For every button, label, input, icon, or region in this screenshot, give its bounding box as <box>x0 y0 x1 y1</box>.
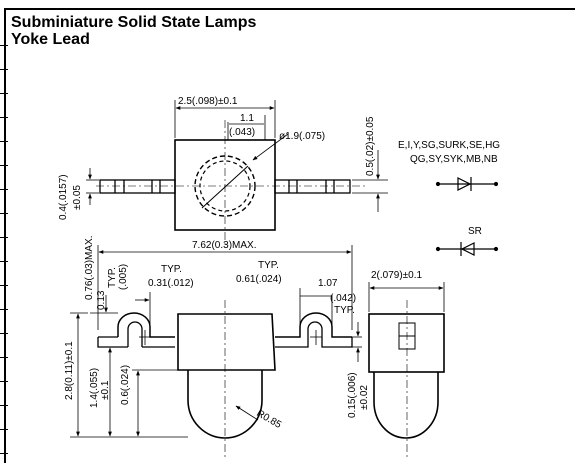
dim-side-width: 2(.079)±0.1 <box>371 270 423 281</box>
page-title: Subminiature Solid State Lamps <box>11 14 257 31</box>
dim-height-14a: 1.4(.055) <box>89 368 100 408</box>
dim-typ-d: TYP. <box>334 305 355 316</box>
diode-symbol-sr <box>435 242 499 256</box>
dim-lens-diameter: ø1.9(.075) <box>279 131 325 142</box>
legend-line-1: E,I,Y,SG,SURK,SE,HG <box>398 140 500 151</box>
dim-typ-c-value: 0.61(.024) <box>236 274 282 285</box>
dim-typ-b: TYP. <box>161 264 182 275</box>
dim-lead-thickness: 0.5(.02)±0.05 <box>365 116 376 176</box>
dim-typ-a-value: (.005) <box>118 264 129 290</box>
front-dome <box>187 370 263 439</box>
legend-sr: SR <box>468 226 482 237</box>
dim-042: (.042) <box>330 293 356 304</box>
dim-typ-a: TYP. <box>107 267 118 288</box>
dim-typ-b-value: 0.31(.012) <box>148 278 194 289</box>
dim-06: 0.6(.024) <box>120 365 131 405</box>
legend-line-2: QG,SY,SYK,MB,NB <box>410 154 498 165</box>
frame-top-border <box>4 8 575 10</box>
dim-overall-length: 7.62(0.3)MAX. <box>192 240 256 251</box>
frame-left-border <box>4 8 6 463</box>
right-lead <box>274 179 351 194</box>
dim-height-28: 2.8(0.11)±0.1 <box>64 341 75 400</box>
front-body <box>177 313 276 371</box>
side-view <box>368 282 445 460</box>
dim-window-2: (.043) <box>229 127 255 138</box>
dim-107: 1.07 <box>318 278 338 289</box>
page-subtitle: Yoke Lead <box>11 31 90 48</box>
dim-lead-height-1: 0.4(.0157) <box>58 174 69 220</box>
left-lead <box>99 179 176 194</box>
dim-013: 0.13 <box>96 290 107 310</box>
dim-height-14b: ±0.1 <box>100 380 111 400</box>
front-view <box>70 245 362 460</box>
dim-top-width: 2.5(.098)±0.1 <box>178 96 238 107</box>
dim-max-height: 0.76(.03)MAX. <box>84 236 95 300</box>
dim-window-1: 1.1 <box>240 113 254 124</box>
dim-015: 0.15(.006) <box>347 372 358 418</box>
dim-typ-c: TYP. <box>258 260 279 271</box>
top-view <box>86 100 388 245</box>
dim-radius: R0.85 <box>255 408 284 431</box>
diode-symbol-standard <box>435 177 499 191</box>
dim-lead-height-2: ±0.05 <box>72 185 83 210</box>
dim-002: ±0.02 <box>359 385 370 410</box>
